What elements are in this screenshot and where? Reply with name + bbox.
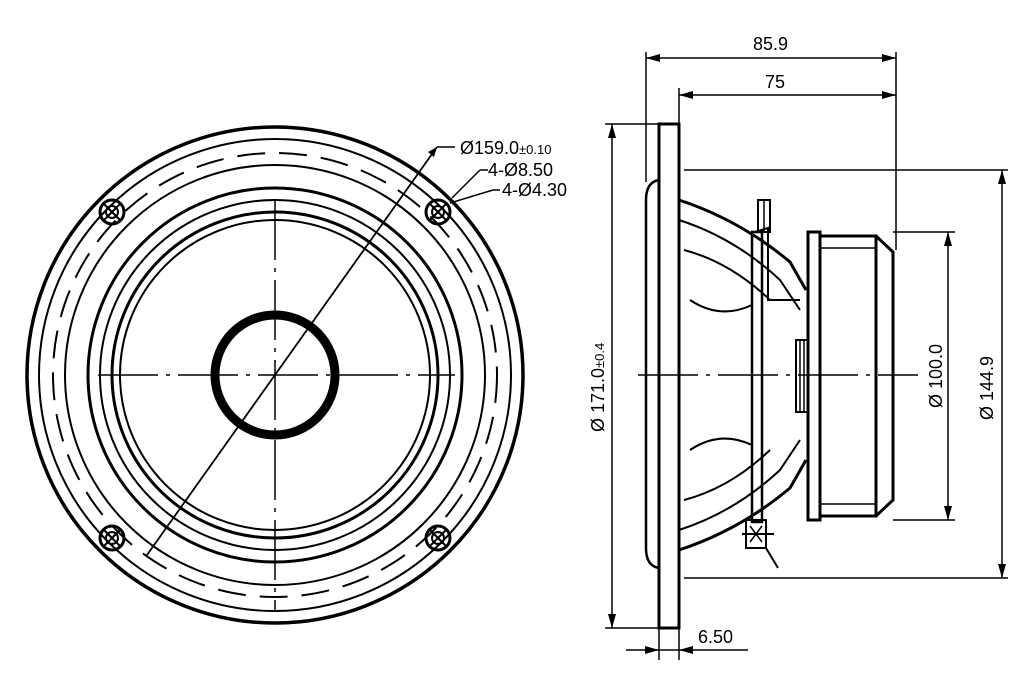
flange-plate <box>657 122 681 630</box>
magnet-body <box>818 234 878 518</box>
dim-85-9-arrow-right <box>882 54 896 62</box>
bolt-circle-dashed <box>52 152 498 598</box>
dim-75-arrow-left <box>679 91 693 99</box>
mount-hole-top-left <box>98 198 126 226</box>
basket-top-inner2 <box>683 249 771 301</box>
hole-leader-1 <box>451 169 481 199</box>
diameter-arrow-head <box>428 147 437 157</box>
mount-hole-bottom-right <box>424 524 452 552</box>
overall-depth-label: 85.9 <box>753 34 788 54</box>
frame-diameter-label: Ø 144.9 <box>977 356 997 420</box>
inner-holes-label: 4-Ø4.30 <box>502 180 567 200</box>
front-view <box>25 125 525 625</box>
dim-75-arrow-right <box>882 91 896 99</box>
basket-top-outer <box>678 198 808 291</box>
basket-leg-top <box>689 299 753 313</box>
flange-thickness-label: 6.50 <box>698 627 733 647</box>
dim-6-50-arrow-left <box>645 646 659 654</box>
dim-144-arrow-bottom <box>998 564 1006 578</box>
mount-circle-label: Ø159.0±0.10 <box>460 138 551 158</box>
magnet-front-plate <box>806 230 822 522</box>
magnet-back-plate <box>874 234 895 518</box>
side-view <box>605 52 1008 660</box>
pole-piece <box>795 339 809 413</box>
mount-circle-value: Ø159.0 <box>460 138 519 158</box>
diameter-leader-line <box>146 146 438 556</box>
dim-144-arrow-top <box>998 170 1006 184</box>
outer-diameter-value: Ø 171.0 <box>588 368 608 432</box>
hole-leader-2 <box>449 189 494 204</box>
depth-from-flange-label: 75 <box>765 72 785 92</box>
dim-85-9-arrow-left <box>646 54 660 62</box>
dim-171-arrow-bottom <box>608 614 616 628</box>
frame-inner-edge <box>64 164 486 586</box>
dim-6-50-arrow-right <box>679 646 693 654</box>
basket-bottom-inner <box>678 439 801 531</box>
dim-171-arrow-top <box>608 124 616 138</box>
basket-top-inner <box>678 219 801 311</box>
gasket-profile <box>644 178 660 570</box>
outer-diameter-label: Ø 171.0±0.4 <box>588 343 608 432</box>
spider-bracket <box>754 226 800 301</box>
mount-holes-label: 4-Ø8.50 <box>488 160 553 180</box>
terminal-bottom <box>742 519 779 569</box>
spider-plate <box>750 230 764 524</box>
basket-leg-bottom <box>689 437 753 451</box>
magnet-diameter-label: Ø 100.0 <box>926 344 946 408</box>
mount-circle-tolerance: ±0.10 <box>519 142 551 157</box>
basket-bottom-inner2 <box>683 449 771 501</box>
mount-hole-top-right <box>424 198 452 226</box>
mount-hole-bottom-left <box>98 524 126 552</box>
basket-bottom-outer <box>678 459 808 552</box>
outer-rim <box>25 125 525 625</box>
dim-100-arrow-top <box>944 232 952 246</box>
dim-100-arrow-bottom <box>944 506 952 520</box>
outer-diameter-tolerance: ±0.4 <box>592 343 607 368</box>
